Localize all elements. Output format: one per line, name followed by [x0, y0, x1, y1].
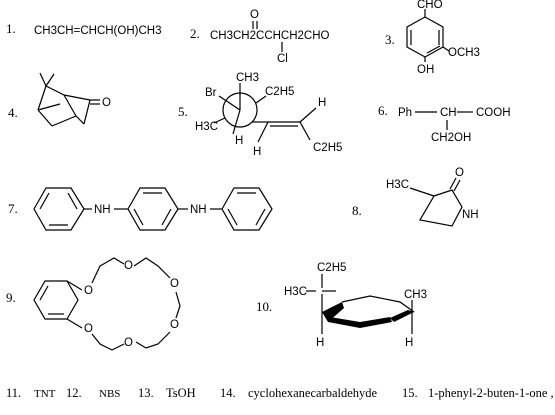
item-5-c2h5-a: C2H5 — [265, 86, 294, 98]
item-3-cho: CHO — [417, 0, 443, 11]
item-10-h3c: H3C — [284, 286, 307, 298]
item-6-cooh: COOH — [476, 107, 511, 119]
item-9-o-5: O — [170, 319, 179, 331]
item-1-formula: CH3CH=CHCH(OH)CH3 — [34, 25, 161, 37]
item-2-number: 2. — [190, 26, 200, 41]
item-8-h3c: H3C — [386, 179, 409, 191]
item-2-oxygen: O — [250, 9, 259, 21]
item-12-number: 12. — [66, 386, 82, 400]
item-15-number: 15. — [402, 386, 418, 400]
item-4-number: 4. — [8, 105, 18, 120]
item-7-nh-left: NH — [94, 204, 111, 216]
item-3-number: 3. — [385, 32, 395, 47]
item-14-text: cyclohexanecarbaldehyde — [248, 386, 378, 400]
item-5-h-b: H — [253, 146, 261, 158]
item-5-c2h5-b: C2H5 — [313, 142, 342, 154]
item-6-ch: CH — [440, 107, 457, 119]
item-5-br: Br — [205, 87, 217, 99]
bottom-row: 11. TNT 12. NBS 13. TsOH 14. cyclohexane… — [6, 386, 554, 400]
item-9-number: 9. — [6, 290, 16, 305]
item-9-o-3: O — [124, 260, 133, 272]
item-10-h-left: H — [316, 337, 324, 349]
item-11-number: 11. — [6, 386, 21, 400]
item-12-text: NBS — [99, 388, 120, 400]
item-9-o-4: O — [170, 278, 179, 290]
item-9-o-2: O — [84, 323, 93, 335]
item-5-h3c: H3C — [195, 121, 218, 133]
item-6-ph: Ph — [398, 107, 412, 119]
item-8-number: 8. — [352, 203, 362, 218]
item-10-number: 10. — [256, 299, 272, 314]
item-9-o-1: O — [84, 285, 93, 297]
item-5-h-a: H — [235, 135, 243, 147]
item-10-ch3: CH3 — [404, 289, 427, 301]
item-8-nh: NH — [462, 209, 479, 221]
item-1-number: 1. — [6, 21, 16, 36]
item-2-formula: CH3CH2CCHCH2CHO — [210, 30, 330, 42]
item-7-diphenyl-phenylenediamine: NH NH — [33, 187, 273, 231]
item-3-och3: OCH3 — [448, 47, 480, 59]
item-8-lactam: H3C O NH — [386, 167, 479, 227]
item-2-chloro: Cl — [277, 53, 288, 65]
item-4-oxygen: O — [102, 97, 111, 109]
item-13-text: TsOH — [166, 386, 196, 400]
item-5-newman-projection: Br CH3 C2H5 H3C H H H C2H5 — [195, 72, 342, 158]
item-4-camphor: O — [37, 72, 111, 127]
item-9-o-6: O — [124, 337, 133, 349]
item-10-c2h5: C2H5 — [317, 262, 346, 274]
item-14-number: 14. — [220, 386, 236, 400]
item-10-h-right: H — [405, 337, 413, 349]
item-11-text: TNT — [34, 388, 56, 400]
item-6-ch2oh: CH2OH — [431, 132, 471, 144]
item-7-number: 7. — [8, 201, 18, 216]
item-8-oxygen: O — [455, 167, 464, 179]
item-5-ch3: CH3 — [236, 72, 259, 84]
item-13-number: 13. — [138, 386, 154, 400]
item-3-vanillin: CHO OCH3 OH — [406, 0, 480, 76]
item-6-structure: Ph CH COOH CH2OH — [398, 107, 511, 144]
item-9-benzo-crown-ether: O O O O O O — [33, 257, 181, 351]
item-5-number: 5. — [178, 104, 188, 119]
item-10-chair-cyclohexane: C2H5 H3C CH3 H H H — [284, 262, 427, 349]
item-7-nh-right: NH — [190, 204, 207, 216]
item-15-text: 1-phenyl-2-buten-1-one , — [428, 386, 554, 400]
item-5-h-c: H — [318, 97, 326, 109]
item-6-number: 6. — [378, 103, 388, 118]
item-3-oh: OH — [417, 64, 434, 76]
